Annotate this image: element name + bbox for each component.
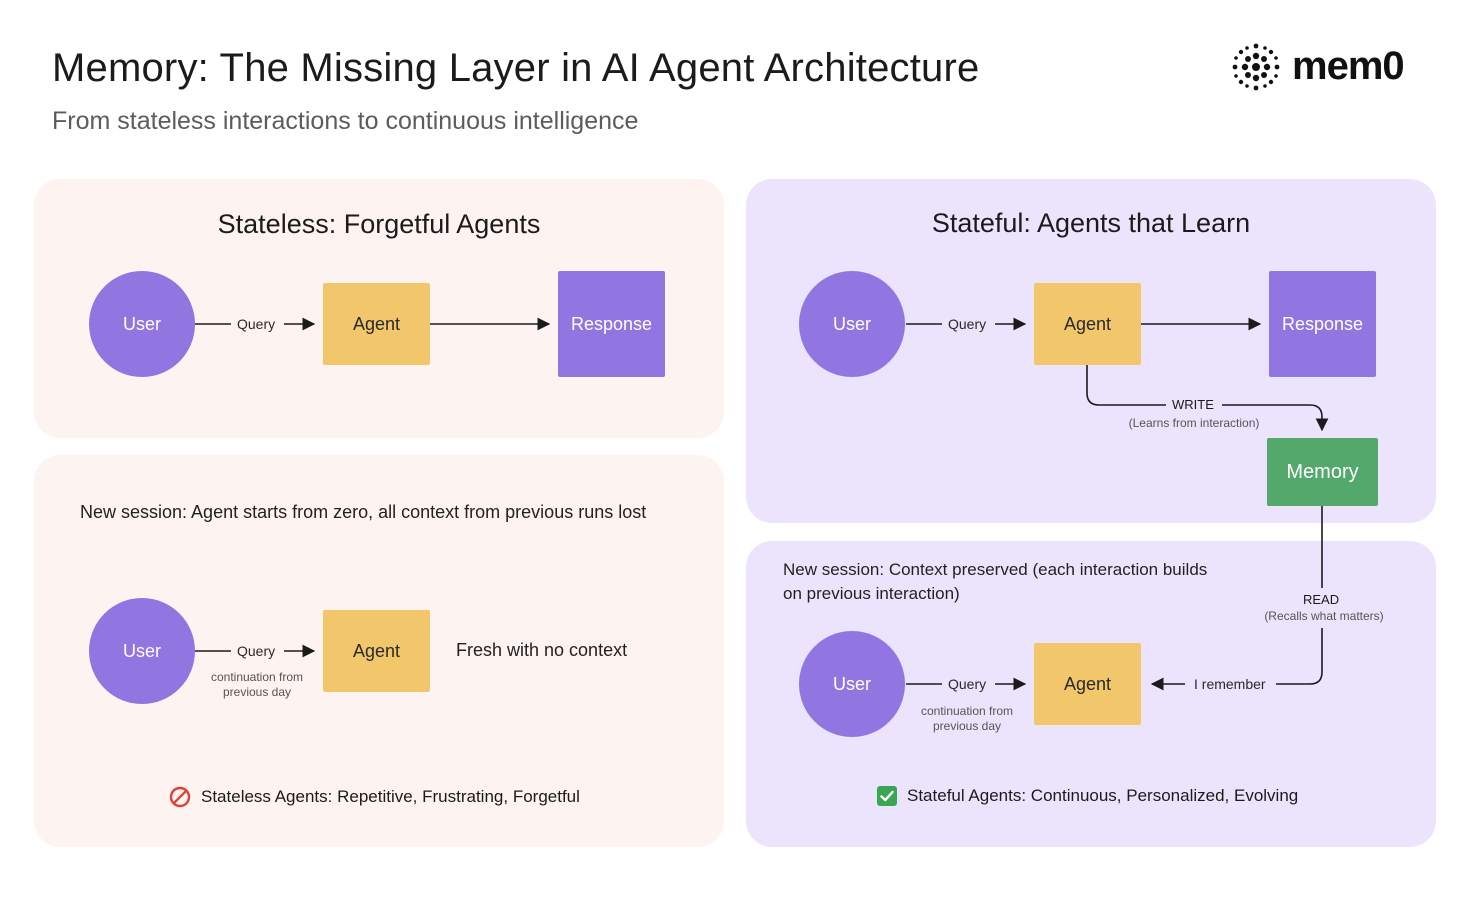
stateful-user-node: User (799, 271, 905, 377)
stateless-heading: Stateless: Forgetful Agents (217, 209, 541, 239)
stateless-footer: Stateless Agents: Repetitive, Frustratin… (169, 786, 580, 808)
stateful-heading: Stateful: Agents that Learn (931, 208, 1251, 238)
stateless-query-label: Query (237, 316, 276, 332)
page-subtitle: From stateless interactions to continuou… (52, 107, 639, 135)
stateful-response-node: Response (1269, 271, 1376, 377)
page-title: Memory: The Missing Layer in AI Agent Ar… (52, 46, 980, 90)
stateful-footer-text: Stateful Agents: Continuous, Personalize… (907, 786, 1299, 805)
stateful-footer: Stateful Agents: Continuous, Personalize… (877, 786, 1298, 806)
i-remember-label: I remember (1194, 676, 1266, 692)
dot-cluster-icon (1232, 43, 1280, 91)
stateless-session-note: continuation from previous day (210, 670, 304, 699)
write-label: WRITE (1172, 397, 1214, 412)
stateful-session-note: continuation from previous day (920, 704, 1014, 733)
stateful-session-caption: New session: Context preserved (each int… (783, 560, 1208, 603)
read-label: READ (1303, 592, 1340, 607)
stateless-session-agent-node: Agent (323, 610, 430, 692)
stateless-response-node: Response (558, 271, 665, 377)
memory-node: Memory (1267, 438, 1378, 506)
stateful-session-user-node: User (799, 631, 905, 737)
stateless-session-caption: New session: Agent starts from zero, all… (80, 502, 647, 522)
stateless-session-user-node: User (89, 598, 195, 704)
prohibited-icon (169, 786, 191, 808)
read-note: (Recalls what matters) (1264, 609, 1384, 623)
stateless-footer-text: Stateless Agents: Repetitive, Frustratin… (201, 787, 580, 806)
checkmark-icon (877, 786, 897, 806)
stateful-agent-node: Agent (1034, 283, 1141, 365)
write-note: (Learns from interaction) (1128, 416, 1260, 430)
stateless-agent-node: Agent (323, 283, 430, 365)
stateful-query-label: Query (948, 316, 987, 332)
logo-text: mem0 (1292, 44, 1405, 88)
stateful-session-query-label: Query (948, 676, 987, 692)
stateful-session-agent-node: Agent (1034, 643, 1141, 725)
stateless-session-query-label: Query (237, 643, 276, 659)
stateless-user-node: User (89, 271, 195, 377)
fresh-no-context-label: Fresh with no context (456, 640, 628, 660)
